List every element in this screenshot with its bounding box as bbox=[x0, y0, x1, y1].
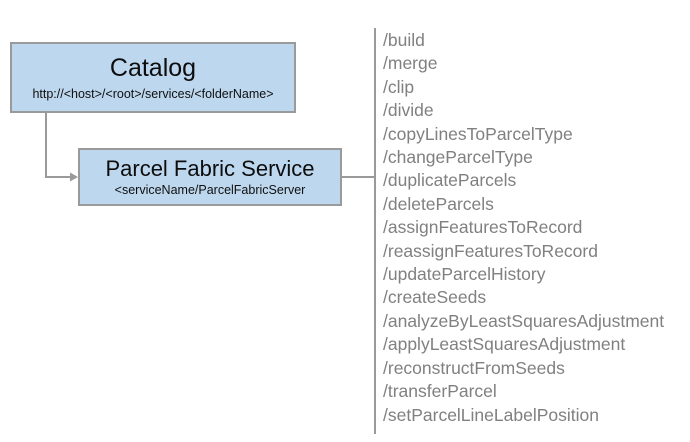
endpoint-list: /build/merge/clip/divide/copyLinesToParc… bbox=[383, 29, 664, 427]
node-parcel-fabric-service[interactable]: Parcel Fabric Service <serviceName/Parce… bbox=[78, 148, 342, 206]
endpoint-item[interactable]: /updateParcelHistory bbox=[383, 264, 546, 285]
endpoint-item[interactable]: /clip bbox=[383, 76, 415, 97]
endpoint-item[interactable]: /analyzeByLeastSquaresAdjustment bbox=[383, 310, 665, 331]
endpoint-item[interactable]: /build bbox=[383, 30, 425, 50]
endpoint-item[interactable]: /reconstructFromSeeds bbox=[383, 357, 565, 378]
endpoint-item[interactable]: /duplicateParcels bbox=[383, 170, 517, 191]
node-parcel-fabric-service-path: <serviceName/ParcelFabricServer bbox=[114, 183, 306, 198]
node-parcel-fabric-service-title: Parcel Fabric Service bbox=[105, 156, 315, 182]
endpoint-item[interactable]: /deleteParcels bbox=[383, 193, 494, 214]
endpoint-item[interactable]: /assignFeaturesToRecord bbox=[383, 217, 583, 238]
endpoint-item[interactable]: /createSeeds bbox=[383, 287, 487, 308]
endpoint-item[interactable]: /merge bbox=[383, 53, 438, 74]
endpoint-item[interactable]: /copyLinesToParcelType bbox=[383, 123, 573, 144]
endpoint-item[interactable]: /divide bbox=[383, 100, 434, 121]
endpoint-item[interactable]: /changeParcelType bbox=[383, 147, 533, 168]
endpoint-item[interactable]: /setParcelLineLabelPosition bbox=[383, 404, 599, 425]
node-catalog-url: http://<host>/<root>/services/<folderNam… bbox=[32, 87, 274, 102]
endpoint-item[interactable]: /reassignFeaturesToRecord bbox=[383, 240, 598, 261]
endpoint-item[interactable]: /transferParcel bbox=[383, 381, 497, 402]
node-catalog-title: Catalog bbox=[109, 54, 197, 82]
endpoint-panel: /build/merge/clip/divide/copyLinesToParc… bbox=[374, 28, 664, 434]
endpoint-item[interactable]: /applyLeastSquaresAdjustment bbox=[383, 334, 626, 355]
connector-catalog-to-service bbox=[45, 113, 70, 178]
arrowhead-icon bbox=[70, 172, 78, 182]
node-catalog[interactable]: Catalog http://<host>/<root>/services/<f… bbox=[10, 42, 296, 113]
